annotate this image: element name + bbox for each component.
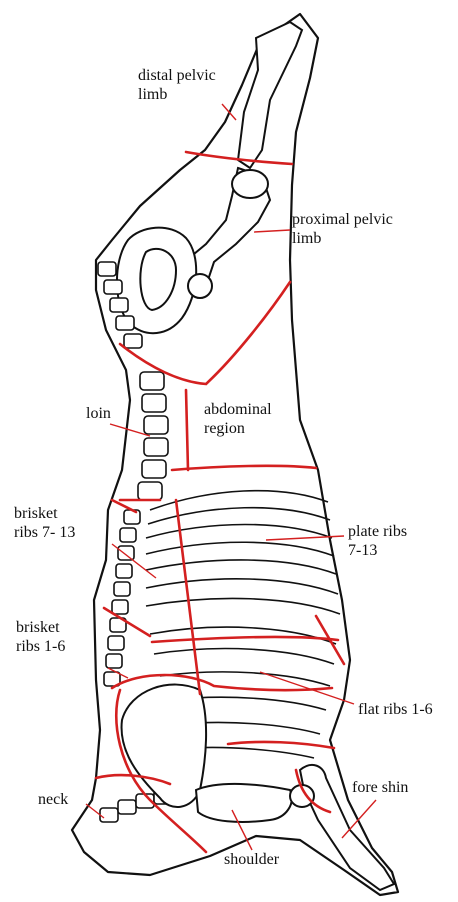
label-loin: loin: [86, 404, 111, 423]
humerus-bone: [196, 784, 292, 822]
stifle-joint: [188, 274, 212, 298]
label-brisket-ribs-1-6: brisket ribs 1-6: [16, 618, 65, 656]
label-shoulder: shoulder: [224, 850, 279, 869]
label-flat-ribs-1-6: flat ribs 1-6: [358, 700, 433, 719]
carcass-outline: [72, 14, 398, 895]
label-neck: neck: [38, 790, 68, 809]
label-fore-shin: fore shin: [352, 778, 408, 797]
femur-head: [232, 170, 268, 198]
label-proximal-pelvic-limb: proximal pelvic limb: [292, 210, 393, 248]
label-brisket-ribs-7-13: brisket ribs 7- 13: [14, 504, 75, 542]
label-distal-pelvic-limb: distal pelvic limb: [138, 66, 216, 104]
label-abdominal-region: abdominal region: [204, 400, 272, 438]
label-plate-ribs-7-13: plate ribs 7-13: [348, 522, 407, 560]
